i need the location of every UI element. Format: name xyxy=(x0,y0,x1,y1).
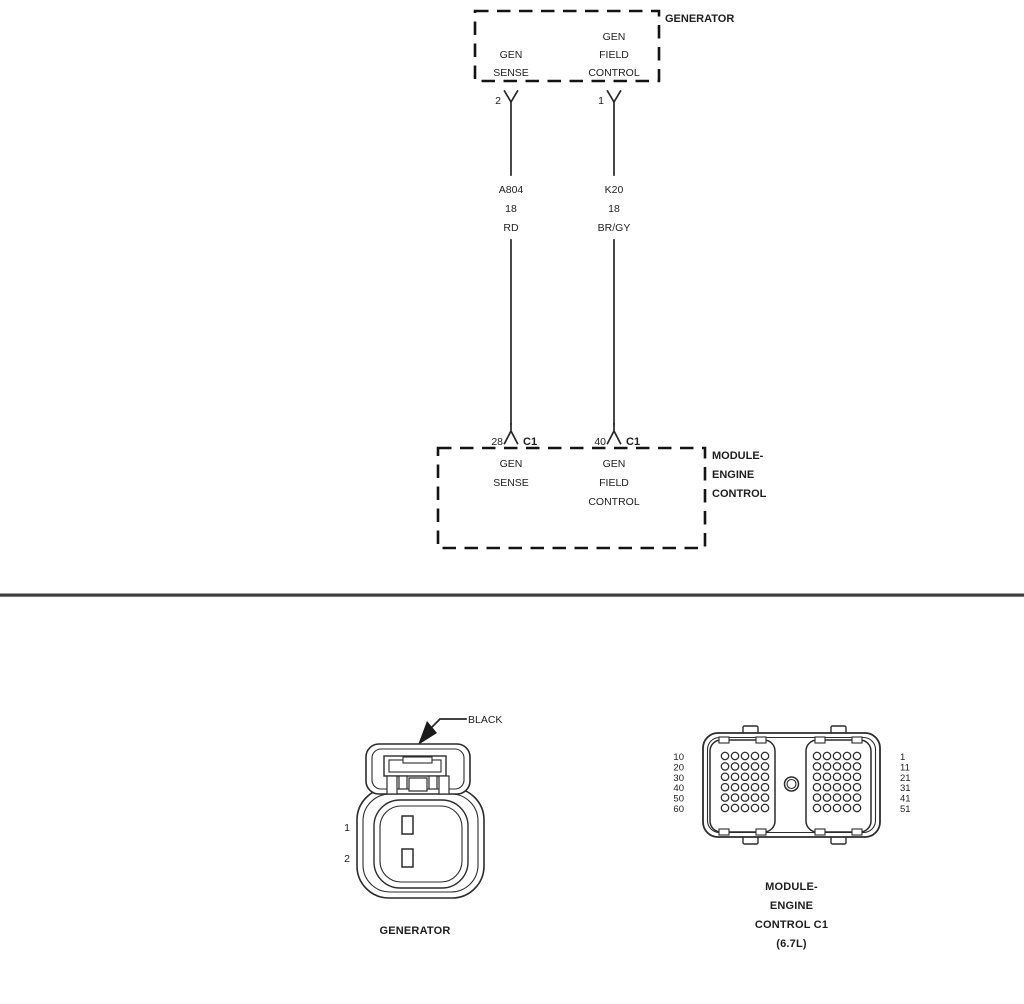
module-pin40-number: 40 xyxy=(594,436,606,448)
wire-k20-color: BR/GY xyxy=(598,222,631,234)
connector-latch-slot xyxy=(402,756,433,764)
black-callout-arrowhead xyxy=(418,721,437,745)
black-callout-line xyxy=(430,718,467,729)
c1-pin-grid-left xyxy=(720,751,770,813)
wire-a804-circuit: A804 xyxy=(499,184,524,196)
c1-left-pin-30: 30 xyxy=(673,773,684,784)
schematic: GENERATOR GEN SENSE GEN FIELD CONTROL 2 … xyxy=(436,9,767,550)
c1-connector-view: 10 20 30 40 50 60 1 11 21 31 41 51 MODUL… xyxy=(673,725,911,950)
c1-view-caption-line3: CONTROL C1 xyxy=(755,919,828,931)
gen-sense-label-line1: GEN xyxy=(500,49,523,61)
c1-block-notch-2 xyxy=(755,736,767,744)
generator-connector-view: BLACK 1 2 GENERATOR xyxy=(344,714,502,937)
c1-right-pin-51: 51 xyxy=(900,804,911,815)
c1-block-notch-8 xyxy=(851,828,863,836)
module-pin28-number: 28 xyxy=(491,436,503,448)
module-box-title-line3: CONTROL xyxy=(712,488,767,500)
wire-a804-color: RD xyxy=(503,222,519,234)
generator-box-title: GENERATOR xyxy=(665,13,734,25)
c1-mounting-hole-inner xyxy=(786,778,797,790)
section-separator xyxy=(0,593,1024,597)
connector-tab-1 xyxy=(386,775,398,795)
connector-terminal-slot-1 xyxy=(401,815,414,835)
gen-field-label-line3: CONTROL xyxy=(588,67,639,79)
c1-block-notch-6 xyxy=(851,736,863,744)
black-callout-label: BLACK xyxy=(468,714,502,726)
module-pin28-connector: C1 xyxy=(523,436,537,448)
wire-k20-gauge: 18 xyxy=(608,203,620,215)
generator-pin2-number: 2 xyxy=(495,95,501,107)
c1-left-pin-20: 20 xyxy=(673,762,684,773)
c1-left-pin-60: 60 xyxy=(673,804,684,815)
c1-left-pin-10: 10 xyxy=(673,752,684,763)
generator-connector-drawing xyxy=(356,743,485,899)
generator-view-caption: GENERATOR xyxy=(379,925,450,937)
c1-block-notch-5 xyxy=(814,736,826,744)
c1-left-pin-40: 40 xyxy=(673,783,684,794)
c1-block-notch-1 xyxy=(718,736,730,744)
generator-pin1-number: 1 xyxy=(598,95,604,107)
c1-pin-grid-right xyxy=(812,751,862,813)
module-box-title-line2: ENGINE xyxy=(712,469,754,481)
module-gen-field-line3: CONTROL xyxy=(588,496,639,508)
c1-right-pin-41: 41 xyxy=(900,794,911,805)
module-gen-field-line2: FIELD xyxy=(599,477,629,489)
c1-left-pin-50: 50 xyxy=(673,794,684,805)
gen-field-label-line1: GEN xyxy=(603,31,626,43)
c1-view-caption-line1: MODULE- xyxy=(765,881,818,893)
c1-right-pin-11: 11 xyxy=(900,762,910,773)
module-pin40-connector: C1 xyxy=(626,436,640,448)
connector-tab-3 xyxy=(408,777,428,792)
c1-block-notch-4 xyxy=(755,828,767,836)
module-gen-sense-line2: SENSE xyxy=(493,477,529,489)
c1-view-caption-line2: ENGINE xyxy=(770,900,813,912)
c1-right-pin-31: 31 xyxy=(900,783,911,794)
connector-terminal-slot-2 xyxy=(401,848,414,868)
module-gen-field-line1: GEN xyxy=(603,458,626,470)
c1-block-notch-7 xyxy=(814,828,826,836)
generator-pin2-fork xyxy=(503,89,519,104)
c1-right-pin-21: 21 xyxy=(900,773,911,784)
generator-pin1-fork xyxy=(606,89,622,104)
c1-block-notch-3 xyxy=(718,828,730,836)
module-gen-sense-line1: GEN xyxy=(500,458,523,470)
generator-box-outline xyxy=(473,9,661,83)
wire-a804-gauge: 18 xyxy=(505,203,517,215)
module-box-title-line1: MODULE- xyxy=(712,450,764,462)
c1-connector-drawing xyxy=(702,725,881,845)
c1-shell-inner xyxy=(706,736,877,834)
module-pin28-fork xyxy=(503,423,519,445)
connector-tab-2 xyxy=(398,775,408,790)
connector-tab-5 xyxy=(438,775,450,795)
module-box-outline xyxy=(436,446,707,550)
wire-k20-circuit: K20 xyxy=(605,184,624,196)
c1-mounting-hole-outer xyxy=(783,776,800,792)
generator-view-pin2-number: 2 xyxy=(344,853,350,865)
connector-cavity-inner xyxy=(379,805,463,883)
c1-view-caption-line4: (6.7L) xyxy=(776,938,807,950)
generator-view-pin1-number: 1 xyxy=(344,822,350,834)
c1-right-pin-1: 1 xyxy=(900,752,905,763)
gen-field-label-line2: FIELD xyxy=(599,49,629,61)
connector-cavity-outer xyxy=(373,799,469,889)
gen-sense-label-line2: SENSE xyxy=(493,67,529,79)
connector-tab-4 xyxy=(428,775,438,790)
module-pin40-fork xyxy=(606,423,622,445)
